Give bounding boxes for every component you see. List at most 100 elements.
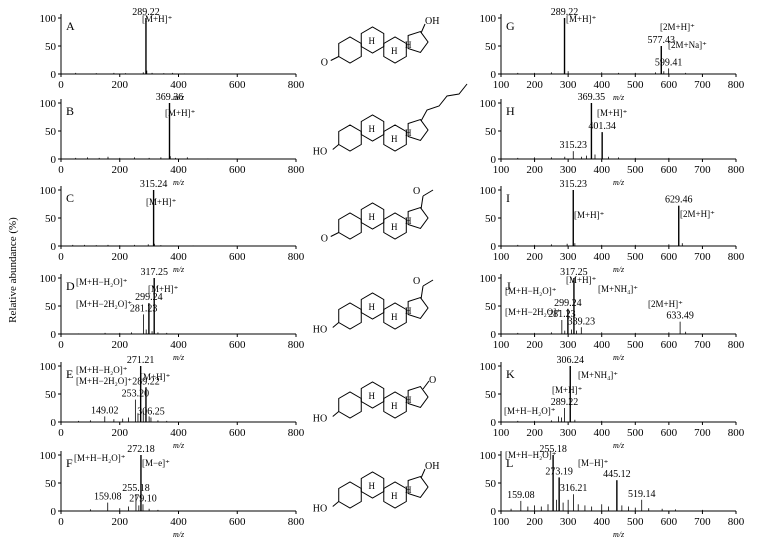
x-tick-label: 700 <box>694 79 711 91</box>
x-tick-label: 600 <box>661 339 678 351</box>
x-tick-label: 500 <box>627 251 644 263</box>
x-tick-label: 200 <box>526 427 543 439</box>
x-tick-label: 200 <box>112 427 129 439</box>
panel-letter: F <box>66 456 73 470</box>
y-tick-label: 0 <box>491 506 497 518</box>
peak-annotation: 299.24 <box>135 292 163 303</box>
x-tick-label: 200 <box>526 164 543 176</box>
x-tick-label: 800 <box>288 427 305 439</box>
y-tick-label: 50 <box>485 478 497 490</box>
y-tick-label: 0 <box>491 69 497 81</box>
peak-annotation: 149.02 <box>91 405 119 416</box>
x-tick-label: 300 <box>560 339 577 351</box>
peak-annotation: 633.49 <box>666 311 694 322</box>
ion-label: [2M+H]⁺ <box>648 299 683 309</box>
ion-label: [2M+H]⁺ <box>680 209 715 219</box>
ion-label: [M+H]⁺ <box>552 385 583 395</box>
x-tick-label: 500 <box>627 427 644 439</box>
peak-annotation: 289.22 <box>551 7 579 18</box>
peak-annotation: 255.18 <box>122 483 150 494</box>
y-tick-label: 100 <box>40 185 57 197</box>
x-tick-label: 800 <box>728 516 745 528</box>
x-tick-label: 100 <box>493 339 510 351</box>
x-tick-label: 800 <box>728 427 745 439</box>
peak-annotation: 281.23 <box>548 309 576 320</box>
ion-label: [M−e]⁺ <box>142 458 170 468</box>
x-tick-label: 200 <box>526 339 543 351</box>
ion-label: [M+H]⁺ <box>148 284 179 294</box>
peak-annotation: 577.43 <box>648 35 676 46</box>
x-tick-label: 700 <box>694 164 711 176</box>
ion-label: [M+H]⁺ <box>597 108 628 118</box>
x-tick-label: 600 <box>661 164 678 176</box>
y-tick-label: 0 <box>51 241 57 253</box>
x-axis-label: m/z <box>613 178 625 187</box>
x-axis-label: m/z <box>173 265 185 274</box>
peak-annotation: 289.22 <box>132 376 160 387</box>
y-tick-label: 100 <box>480 273 497 285</box>
x-tick-label: 0 <box>58 339 64 351</box>
y-tick-label: 100 <box>480 361 497 373</box>
x-tick-label: 400 <box>170 427 187 439</box>
ion-label: [M+H−2H₂O]⁺ <box>76 299 132 309</box>
x-tick-label: 200 <box>112 164 129 176</box>
x-tick-label: 600 <box>661 516 678 528</box>
panel-letter: C <box>66 191 74 205</box>
ion-label: [M+H]⁺ <box>165 108 196 118</box>
panel-letter: K <box>506 367 515 381</box>
y-tick-label: 0 <box>491 417 497 429</box>
x-tick-label: 400 <box>170 339 187 351</box>
y-axis-label: Relative abundance (%) <box>7 217 19 323</box>
x-tick-label: 200 <box>112 516 129 528</box>
y-tick-label: 50 <box>485 213 497 225</box>
x-tick-label: 400 <box>593 516 610 528</box>
y-tick-label: 0 <box>491 241 497 253</box>
panel-letter: J <box>506 279 511 293</box>
y-tick-label: 50 <box>45 41 57 53</box>
x-axis-label: m/z <box>613 441 625 450</box>
x-tick-label: 100 <box>493 79 510 91</box>
y-tick-label: 50 <box>45 478 57 490</box>
ion-label: [M+H−H₂O]⁺ <box>505 450 557 460</box>
x-tick-label: 700 <box>694 427 711 439</box>
x-tick-label: 0 <box>58 427 64 439</box>
x-tick-label: 800 <box>288 339 305 351</box>
x-tick-label: 600 <box>229 79 246 91</box>
peak-annotation: 369.36 <box>156 92 184 103</box>
x-tick-label: 700 <box>694 251 711 263</box>
ion-label: [2M+Na]⁺ <box>668 40 707 50</box>
panel-letter: G <box>506 19 515 33</box>
ion-label: [M+H−2H₂O]⁺ <box>505 307 561 317</box>
x-tick-label: 300 <box>560 516 577 528</box>
x-tick-label: 200 <box>112 339 129 351</box>
x-tick-label: 300 <box>560 164 577 176</box>
panel-letter: L <box>506 456 513 470</box>
y-tick-label: 100 <box>40 361 57 373</box>
x-tick-label: 700 <box>694 339 711 351</box>
x-axis-label: m/z <box>613 93 625 102</box>
peak-annotation: 273.19 <box>545 466 573 477</box>
y-tick-label: 100 <box>40 98 57 110</box>
panel-letter: A <box>66 19 75 33</box>
x-tick-label: 400 <box>593 427 610 439</box>
x-tick-label: 400 <box>170 251 187 263</box>
x-tick-label: 400 <box>170 164 187 176</box>
x-tick-label: 0 <box>58 79 64 91</box>
panel-letter: H <box>506 104 515 118</box>
peak-annotation: 306.24 <box>556 355 584 366</box>
x-tick-label: 600 <box>661 427 678 439</box>
x-tick-label: 600 <box>229 164 246 176</box>
x-tick-label: 100 <box>493 427 510 439</box>
x-axis-label: m/z <box>173 530 185 539</box>
peak-annotation: 281.23 <box>130 303 158 314</box>
x-tick-label: 800 <box>728 164 745 176</box>
ion-label: [M+H]⁺ <box>574 210 605 220</box>
x-tick-label: 200 <box>112 251 129 263</box>
x-tick-label: 100 <box>493 516 510 528</box>
y-tick-label: 50 <box>485 41 497 53</box>
ion-label: [M−H]⁺ <box>578 458 609 468</box>
y-tick-label: 0 <box>51 154 57 166</box>
